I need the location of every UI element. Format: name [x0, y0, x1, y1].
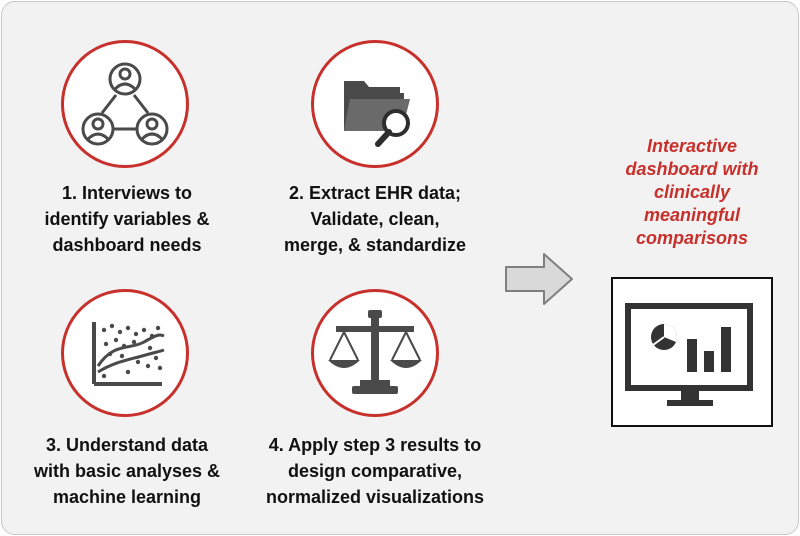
outcome-text: Interactive dashboard with clinically me… — [602, 135, 782, 250]
outcome-line-3: clinically — [653, 182, 731, 202]
step-2-label: 2. Extract EHR data; Validate, clean, me… — [250, 180, 500, 258]
step-2-line-3: merge, & standardize — [283, 235, 467, 255]
step-1-circle — [61, 40, 189, 168]
step-4-label: 4. Apply step 3 results to design compar… — [250, 432, 500, 510]
step-2-line-2: Validate, clean, — [310, 209, 440, 229]
outcome-line-1: Interactive — [646, 136, 738, 156]
outcome-line-5: comparisons — [635, 228, 749, 248]
step-4-line-3: normalized visualizations — [265, 487, 485, 507]
step-1-line-2: identify variables & — [44, 209, 210, 229]
step-3-line-3: machine learning — [52, 487, 202, 507]
dashboard-box — [611, 277, 773, 427]
right-arrow-icon — [505, 253, 573, 305]
step-4-line-1: 4. Apply step 3 results to — [268, 435, 482, 455]
people-network-icon — [81, 62, 169, 146]
step-2-circle — [311, 40, 439, 168]
step-4-circle — [311, 289, 439, 417]
balance-scale-icon — [328, 310, 422, 394]
step-3-circle — [61, 289, 189, 417]
step-4-line-2: design comparative, — [287, 461, 463, 481]
dashboard-monitor-icon — [625, 303, 753, 406]
scatter-trend-icon — [92, 322, 165, 386]
step-1-label: 1. Interviews to identify variables & da… — [2, 180, 252, 258]
outcome-line-4: meaningful — [643, 205, 740, 225]
folder-search-icon — [344, 81, 410, 147]
step-2-line-1: 2. Extract EHR data; — [288, 183, 462, 203]
step-1-line-1: 1. Interviews to — [61, 183, 193, 203]
step-3-line-1: 3. Understand data — [45, 435, 209, 455]
step-3-line-2: with basic analyses & — [33, 461, 221, 481]
step-3-label: 3. Understand data with basic analyses &… — [2, 432, 252, 510]
outcome-line-2: dashboard with — [625, 159, 759, 179]
step-1-line-3: dashboard needs — [52, 235, 202, 255]
